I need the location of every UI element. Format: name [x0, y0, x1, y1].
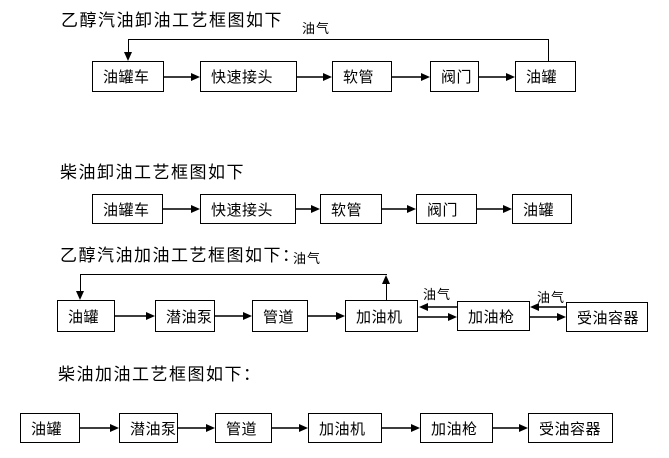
node-label: 潜油泵	[166, 307, 213, 326]
flow-arrow-right-icon	[477, 205, 512, 213]
oil-vapor-label: 油气	[302, 22, 331, 37]
vapor-return-arrow-down-icon	[124, 39, 132, 61]
vapor-return-line-riser	[548, 39, 549, 61]
flow-arrow-right-icon	[382, 424, 420, 432]
node-label: 阀门	[427, 200, 459, 219]
node-hose: 软管	[332, 61, 392, 92]
oil-vapor-label: 油气	[423, 288, 452, 303]
node-quick-coupling: 快速接头	[200, 194, 296, 224]
flow-arrow-right-icon	[272, 424, 308, 432]
flow-arrow-right-icon	[418, 313, 457, 321]
flow-arrow-right-icon	[308, 312, 345, 320]
flow-arrow-right-icon	[297, 73, 332, 81]
node-valve: 阀门	[430, 61, 479, 92]
node-label: 加油枪	[468, 307, 515, 326]
node-submersible-pump: 潜油泵	[155, 300, 215, 332]
node-label: 油罐车	[103, 68, 150, 86]
oil-vapor-label: 油气	[293, 252, 322, 267]
diagram-title: 乙醇汽油卸油工艺框图如下	[61, 11, 283, 31]
node-dispenser: 加油机	[308, 413, 382, 443]
node-label: 加油机	[319, 419, 366, 438]
node-nozzle: 加油枪	[420, 413, 493, 443]
vapor-return-arrow-up-icon	[382, 275, 390, 301]
node-receiving-container: 受油容器	[566, 302, 648, 332]
node-quick-coupling: 快速接头	[200, 61, 297, 92]
node-label: 油罐	[68, 307, 100, 326]
flow-arrow-right-icon	[215, 312, 252, 320]
node-label: 阀门	[441, 68, 473, 86]
node-label: 快速接头	[211, 200, 274, 219]
node-label: 管道	[263, 307, 295, 326]
flow-arrow-right-icon	[115, 312, 155, 320]
node-dispenser: 加油机	[345, 300, 418, 332]
node-tank-truck: 油罐车	[92, 194, 163, 224]
node-nozzle: 加油枪	[457, 301, 530, 331]
node-label: 受油容器	[539, 419, 602, 438]
vapor-arrow-left-icon	[419, 303, 457, 311]
vapor-return-arrow-down-icon	[76, 274, 84, 300]
diagram-title: 柴油卸油工艺框图如下	[60, 163, 245, 183]
diagram-title: 乙醇汽油加油工艺框图如下：	[60, 246, 301, 266]
diagram-title: 柴油加油工艺框图如下：	[58, 365, 262, 385]
flow-arrow-right-icon	[178, 424, 215, 432]
node-label: 软管	[343, 68, 375, 86]
node-label: 加油机	[356, 307, 403, 326]
flow-arrow-right-icon	[479, 73, 515, 81]
vapor-return-line-horizontal	[128, 39, 549, 40]
node-label: 加油枪	[431, 419, 478, 438]
node-label: 潜油泵	[130, 419, 177, 438]
node-label: 软管	[331, 200, 363, 219]
oil-vapor-label: 油气	[537, 291, 566, 306]
node-oil-tank: 油罐	[515, 61, 576, 92]
node-pipeline: 管道	[252, 300, 308, 332]
node-receiving-container: 受油容器	[528, 413, 613, 443]
node-label: 油罐	[526, 68, 558, 86]
node-label: 油罐	[31, 419, 63, 438]
node-oil-tank: 油罐	[20, 413, 80, 443]
node-label: 油罐车	[103, 200, 150, 219]
node-label: 油罐	[523, 200, 555, 219]
flow-arrow-right-icon	[530, 313, 566, 321]
node-pipeline: 管道	[215, 413, 272, 443]
flow-arrow-right-icon	[382, 205, 416, 213]
node-oil-tank: 油罐	[512, 194, 572, 224]
flow-arrow-right-icon	[80, 424, 119, 432]
node-tank-truck: 油罐车	[92, 61, 164, 92]
flow-arrow-right-icon	[296, 205, 320, 213]
flow-arrow-right-icon	[163, 205, 200, 213]
node-submersible-pump: 潜油泵	[119, 413, 178, 443]
flow-arrow-right-icon	[164, 73, 200, 81]
node-valve: 阀门	[416, 194, 477, 224]
node-label: 受油容器	[577, 308, 640, 327]
flow-arrow-right-icon	[493, 424, 528, 432]
vapor-arrow-left-icon	[530, 303, 566, 311]
node-oil-tank: 油罐	[57, 300, 115, 332]
node-label: 管道	[226, 419, 258, 438]
flow-arrow-right-icon	[392, 73, 430, 81]
node-hose: 软管	[320, 194, 382, 224]
vapor-return-line-horizontal	[80, 274, 387, 275]
node-label: 快速接头	[211, 68, 274, 86]
